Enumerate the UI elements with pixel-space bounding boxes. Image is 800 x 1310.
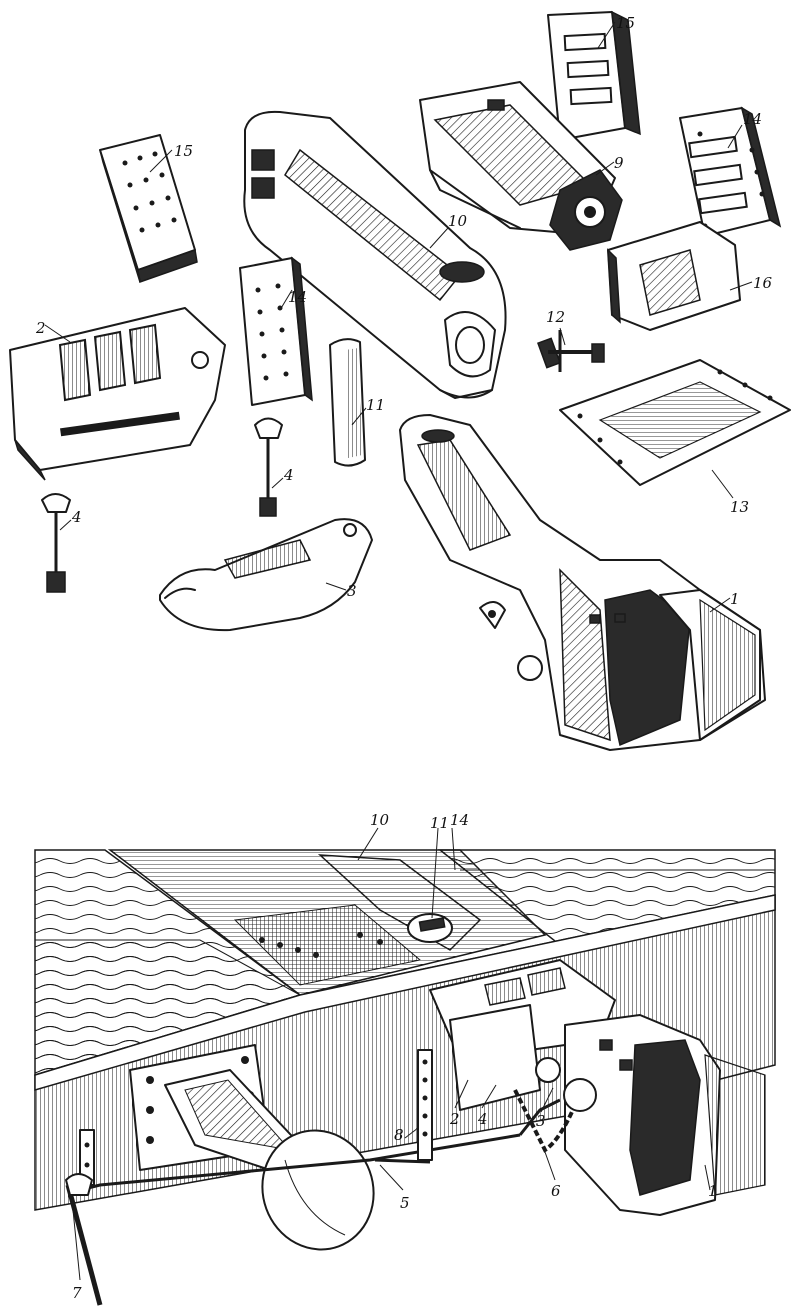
leader-lines: [44, 21, 753, 1281]
callout-16: 16: [753, 274, 773, 292]
callout-10: 10: [370, 811, 390, 829]
assembled-yoke: [317, 854, 482, 951]
part-12-bolt-clip: [537, 330, 605, 372]
callout-1: 1: [708, 1182, 718, 1200]
callout-13: 13: [730, 498, 749, 516]
callout-4: 4: [477, 1110, 488, 1128]
part-2-coupler-body: [9, 307, 226, 481]
callout-11: 11: [430, 814, 449, 832]
callout-12: 12: [546, 308, 565, 326]
callout-8: 8: [394, 1126, 404, 1144]
part-1-coupler: [399, 414, 766, 751]
callout-4-left: 4: [71, 508, 82, 526]
callout-14: 14: [450, 811, 469, 829]
bracket-8: [417, 1049, 433, 1161]
part-3-lock: [159, 518, 373, 632]
top-callouts: 15 15 10 9 14 14 2 16 12 11 4 4 13 3 1: [35, 14, 773, 608]
callout-4-middle: 4: [283, 466, 294, 484]
bottom-callouts: 10 11 14 2 4 3 8 5 6 1 7: [72, 811, 718, 1302]
callout-10: 10: [448, 212, 468, 230]
callout-1: 1: [730, 590, 740, 608]
part-4-left: [41, 493, 71, 593]
callout-14-right: 14: [743, 110, 762, 128]
callout-11: 11: [366, 396, 385, 414]
part-13-plate: [559, 359, 791, 486]
callout-6: 6: [551, 1182, 561, 1200]
part-11-pin: [329, 338, 366, 467]
assembled-knuckle: [564, 1014, 766, 1216]
lever-handle-7: [65, 1129, 103, 1306]
part-16-block: [607, 221, 741, 331]
callout-15-right: 15: [616, 14, 635, 32]
callout-9: 9: [614, 154, 624, 172]
part-14-right-plate: [679, 106, 782, 237]
callout-2: 2: [35, 319, 46, 337]
callout-3: 3: [536, 1112, 546, 1130]
part-10-yoke: [243, 110, 507, 399]
part-14-middle-plate: [239, 256, 313, 406]
callout-2: 2: [449, 1110, 460, 1128]
callout-14-middle: 14: [288, 288, 307, 306]
center-sill: [107, 849, 547, 996]
callout-5: 5: [400, 1194, 410, 1212]
callout-7: 7: [72, 1284, 82, 1302]
buffer-assembly: [129, 1044, 375, 1251]
part-15-right-plate: [547, 10, 641, 141]
chain-6: [513, 1078, 597, 1153]
part-15-left-plate: [99, 134, 198, 284]
callout-15-left: 15: [174, 142, 193, 160]
part-9-draft-gear: [419, 81, 623, 251]
callout-3: 3: [347, 582, 357, 600]
part-4-middle: [254, 417, 283, 517]
